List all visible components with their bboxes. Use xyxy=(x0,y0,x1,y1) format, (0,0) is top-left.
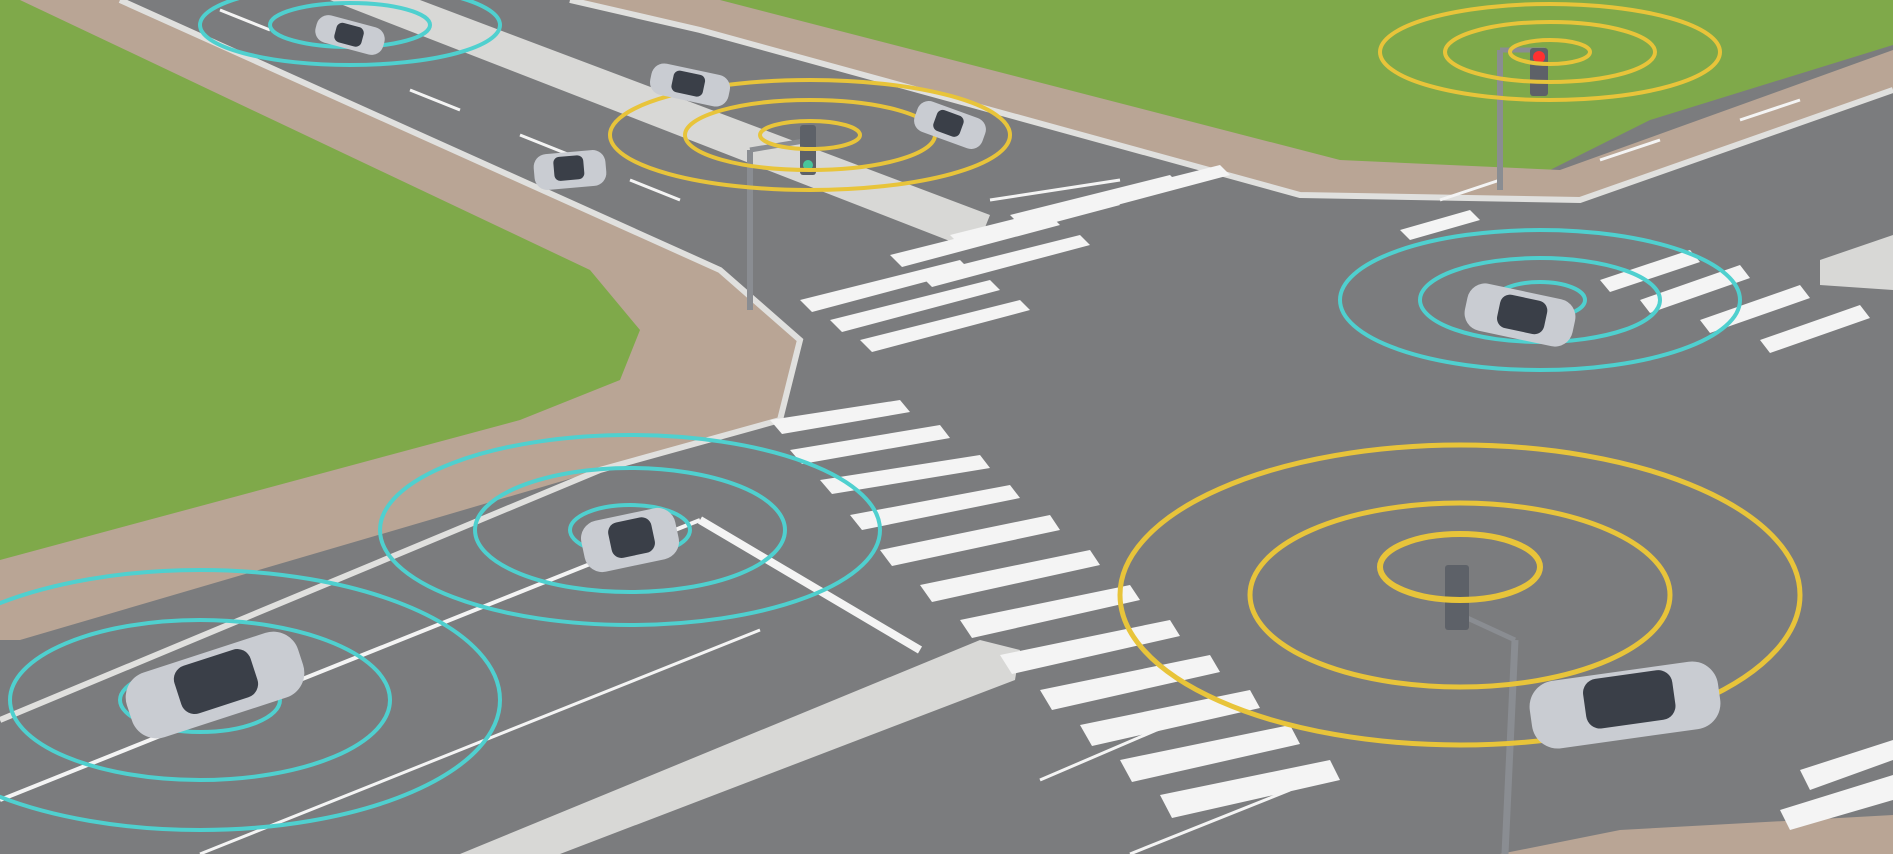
signal-ring-icon xyxy=(1378,2,1722,102)
car-icon xyxy=(1529,661,1721,749)
median-top xyxy=(330,0,990,245)
car-icon xyxy=(125,631,305,739)
car-icon xyxy=(533,150,607,190)
signal-rings-gold xyxy=(608,2,1803,748)
car-icon xyxy=(315,15,385,55)
cars xyxy=(125,15,1721,749)
signal-ring-icon xyxy=(473,466,787,594)
signal-ring-icon xyxy=(8,618,392,782)
signal-ring-icon xyxy=(1508,38,1592,66)
signal-ring-icon xyxy=(198,0,502,67)
signal-ring-icon xyxy=(1338,228,1742,372)
car-icon xyxy=(580,507,680,573)
curb-top-right xyxy=(569,0,1893,204)
median-bottom xyxy=(460,640,1020,854)
crosswalk-center xyxy=(770,400,1340,818)
median-right xyxy=(1820,235,1893,290)
crosswalk-right xyxy=(1400,210,1893,830)
sidewalk-top-right xyxy=(570,0,1893,200)
traffic-light-top-center xyxy=(747,125,816,310)
crosswalk-top xyxy=(800,165,1230,352)
traffic-light-top-right xyxy=(1497,47,1548,190)
signal-ring-icon xyxy=(1443,20,1657,84)
signal-ring-icon xyxy=(608,78,1012,192)
car-icon xyxy=(914,101,986,149)
car-icon xyxy=(1464,283,1576,347)
grass-top-right xyxy=(720,0,1893,175)
curb-left xyxy=(0,0,804,723)
signal-ring-icon xyxy=(1117,442,1803,748)
signal-ring-icon xyxy=(1377,531,1543,603)
signal-ring-icon xyxy=(1247,500,1673,690)
signal-ring-icon xyxy=(0,568,502,832)
signal-ring-icon xyxy=(378,433,882,627)
signal-ring-icon xyxy=(758,119,862,151)
grass-top-left xyxy=(0,0,660,580)
car-icon xyxy=(649,63,731,107)
